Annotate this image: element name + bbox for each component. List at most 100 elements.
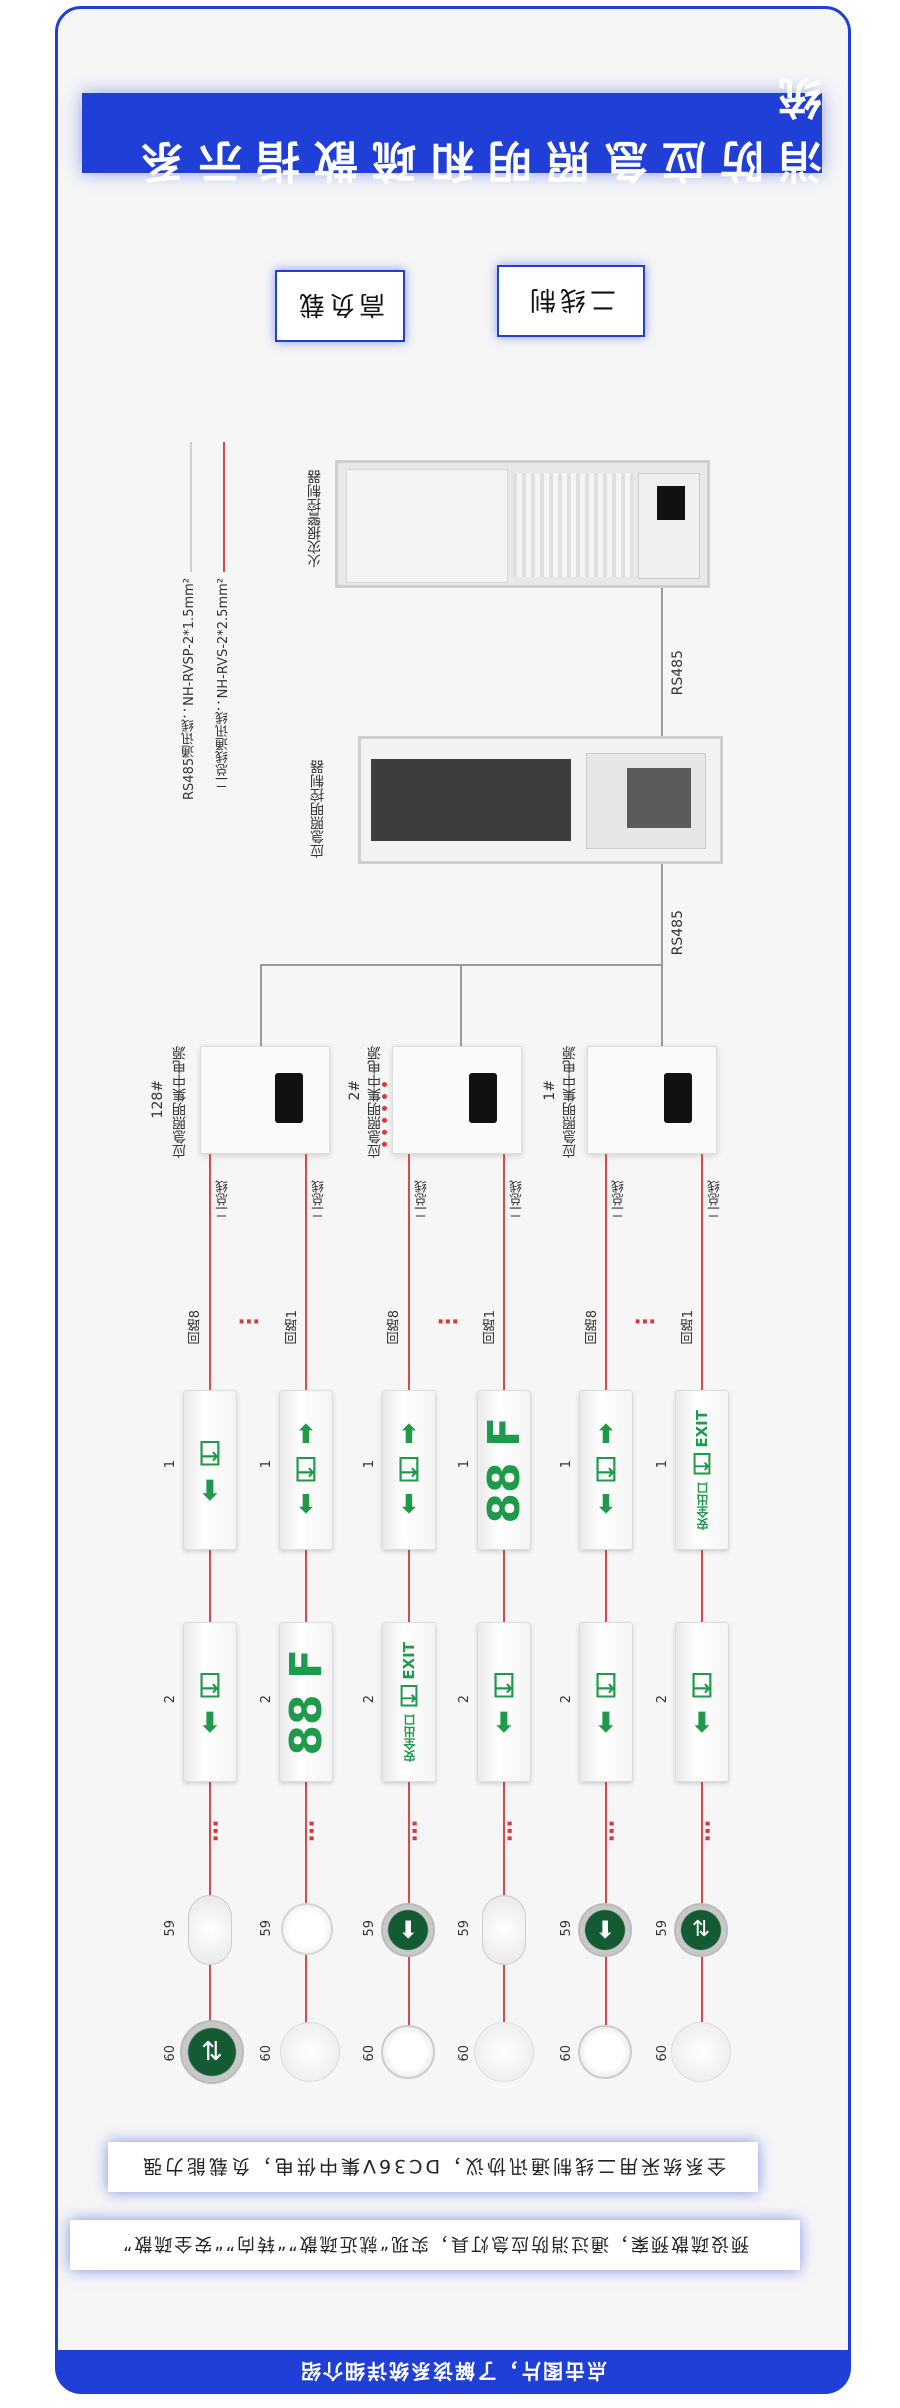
bus-label-1: 二总线 bbox=[216, 1180, 231, 1219]
round-lamp-icon bbox=[578, 2025, 632, 2079]
controller-console bbox=[586, 753, 706, 849]
sign-exit-row1-col6: EXIT⍈安全出口 bbox=[675, 1390, 729, 1550]
sign-number-2: 2 bbox=[559, 1695, 574, 1704]
power-unit-display bbox=[469, 1073, 497, 1123]
bus-label-6: 二总线 bbox=[708, 1180, 723, 1219]
sign-arrow-row2-col6: ⍈⬇ bbox=[675, 1622, 729, 1782]
sign-number-2: 2 bbox=[362, 1695, 377, 1704]
power-unit-2 bbox=[392, 1046, 522, 1154]
loop-wire-5 bbox=[605, 1154, 607, 2044]
lamp-number-60: 60 bbox=[559, 2045, 574, 2062]
series-ellipsis: ⋯ bbox=[298, 1820, 323, 1842]
fire-controller-label: 火灾报警控制器 bbox=[307, 470, 323, 568]
series-ellipsis: ⋯ bbox=[401, 1820, 426, 1842]
page-frame bbox=[55, 6, 851, 2386]
loop-label-2: 回路1 bbox=[285, 1310, 300, 1345]
sign-number-2: 2 bbox=[655, 1695, 670, 1704]
power-unit-display bbox=[275, 1073, 303, 1123]
green-arrow-lamp-icon: ⬇ bbox=[381, 1903, 435, 1957]
sign-bidirectional-row1-col2: ⬆⍈⬇ bbox=[279, 1390, 333, 1550]
sign-bidirectional-row1-col3: ⬆⍈⬇ bbox=[382, 1390, 436, 1550]
loop-wire-4 bbox=[503, 1154, 505, 2044]
lamp-number-59: 59 bbox=[559, 1920, 574, 1937]
emergency-lighting-controller bbox=[358, 736, 723, 864]
loop-wire-6 bbox=[701, 1154, 703, 2044]
round-lamp-icon bbox=[381, 2025, 435, 2079]
round-lamp-icon bbox=[474, 2022, 534, 2082]
bus-label-3: 二总线 bbox=[415, 1180, 430, 1219]
power-unit-2-id: 2# bbox=[347, 1080, 363, 1101]
sign-number-1: 1 bbox=[457, 1460, 472, 1469]
sign-number-2: 2 bbox=[457, 1695, 472, 1704]
series-ellipsis: ⋯ bbox=[598, 1820, 623, 1842]
controller-dark-panel bbox=[371, 759, 571, 841]
exit-cn-text: 安全出口 bbox=[402, 1714, 417, 1763]
floor-text: 88 F bbox=[478, 1416, 530, 1524]
round-lamp-icon bbox=[281, 1903, 333, 1955]
loop-label-6: 回路1 bbox=[681, 1310, 696, 1345]
power-unit-1 bbox=[587, 1046, 717, 1154]
bus-drop-128 bbox=[260, 964, 262, 1046]
power-unit-display bbox=[664, 1073, 692, 1123]
lamp-number-59: 59 bbox=[655, 1920, 670, 1937]
legend-gray-line bbox=[190, 442, 192, 572]
bidirectional-lamp-icon: ⇅ bbox=[180, 2020, 244, 2084]
power-unit-128-label: 应急照明集中电源 bbox=[172, 1046, 188, 1158]
sign-number-1: 1 bbox=[259, 1460, 274, 1469]
power-unit-128 bbox=[200, 1046, 330, 1154]
sign-number-1: 1 bbox=[362, 1460, 377, 1469]
lamp-number-60: 60 bbox=[362, 2045, 377, 2062]
bus-drop-1 bbox=[661, 964, 663, 1046]
tag-high-load: 高负载 bbox=[275, 270, 405, 342]
legend-red-label: 二总线通讯线：NH-RVS-2*2.5mm² bbox=[216, 578, 231, 790]
controller-display-panel bbox=[638, 473, 700, 579]
exit-text: EXIT bbox=[693, 1409, 711, 1448]
page-title: 消防应急照明和疏散指示系统 bbox=[82, 71, 822, 186]
loop-label-1: 回路8 bbox=[188, 1310, 203, 1345]
series-ellipsis: ⋯ bbox=[496, 1820, 521, 1842]
lamp-number-60: 60 bbox=[655, 2045, 670, 2062]
round-lamp-icon bbox=[671, 2022, 731, 2082]
controller-keys bbox=[513, 473, 633, 577]
lamp-number-59: 59 bbox=[163, 1920, 178, 1937]
rs485-link-top bbox=[661, 588, 663, 736]
lamp-number-60: 60 bbox=[457, 2045, 472, 2062]
sign-arrow-row1-col1: ⍈⬇ bbox=[183, 1390, 237, 1550]
controller-panel bbox=[346, 469, 508, 583]
power-unit-128-id: 128# bbox=[150, 1080, 166, 1119]
round-lamp-icon bbox=[280, 2022, 340, 2082]
green-arrow-lamp-icon: ⬇ bbox=[578, 1903, 632, 1957]
loop-ellipsis-3: ⋯ bbox=[634, 1310, 656, 1335]
rs485-label-bottom: RS485 bbox=[670, 910, 686, 956]
loop-ellipsis-2: ⋯ bbox=[437, 1310, 459, 1335]
lamp-number-59: 59 bbox=[362, 1920, 377, 1937]
footer-link[interactable]: 点击图片，了解该系统详细介绍 bbox=[55, 2350, 851, 2394]
series-ellipsis: ⋯ bbox=[694, 1820, 719, 1842]
sign-floor-row2-col2: 88 F bbox=[279, 1622, 333, 1782]
emergency-controller-label: 应急照明控制器 bbox=[310, 760, 326, 858]
loop-label-5: 回路8 bbox=[585, 1310, 600, 1345]
rs485-link-bottom bbox=[661, 864, 663, 964]
series-ellipsis: ⋯ bbox=[202, 1820, 227, 1842]
sign-number-2: 2 bbox=[259, 1695, 274, 1704]
legend-gray-label: RS485通讯线：NH-RVSP-2*1.5mm² bbox=[182, 578, 197, 800]
loop-wire-1 bbox=[209, 1154, 211, 2044]
bus-label-5: 二总线 bbox=[612, 1180, 627, 1219]
sign-number-2: 2 bbox=[163, 1695, 178, 1704]
loop-wire-2 bbox=[305, 1154, 307, 2044]
bus-label-2: 二总线 bbox=[312, 1180, 327, 1219]
oval-lamp-icon bbox=[482, 1895, 526, 1965]
power-unit-1-label: 应急照明集中电源 bbox=[562, 1046, 578, 1158]
note-two-wire-protocol: 全系统采用二线制通讯协议，DC36V集中供电，负载能力强 bbox=[108, 2142, 758, 2192]
exit-text: EXIT bbox=[400, 1641, 418, 1680]
loop-label-4: 回路1 bbox=[483, 1310, 498, 1345]
sign-bidirectional-row1-col5: ⬆⍈⬇ bbox=[579, 1390, 633, 1550]
bus-label-4: 二总线 bbox=[510, 1180, 525, 1219]
tag-two-wire: 二线制 bbox=[497, 265, 645, 337]
sign-arrow-row2-col4: ⍈⬇ bbox=[477, 1622, 531, 1782]
bus-drop-2 bbox=[460, 964, 462, 1046]
exit-cn-text: 安全出口 bbox=[695, 1482, 710, 1531]
power-unit-ellipsis: •••••• bbox=[375, 1080, 391, 1152]
oval-lamp-icon bbox=[188, 1895, 232, 1965]
fire-alarm-controller bbox=[335, 460, 710, 588]
